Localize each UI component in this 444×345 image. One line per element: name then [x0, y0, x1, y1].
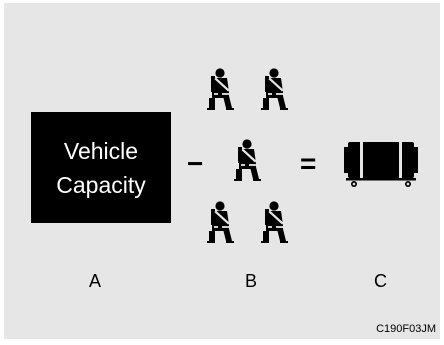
vehicle-capacity-box: Vehicle Capacity — [31, 112, 171, 223]
label-a: A — [89, 271, 102, 291]
seatbelt-person-icon — [255, 68, 289, 110]
capacity-box-line2: Capacity — [56, 171, 146, 198]
diagram-canvas: Vehicle Capacity − = A B C C190F03JM — [4, 3, 440, 339]
equals-sign: = — [300, 148, 317, 179]
seatbelt-person-icon — [201, 68, 235, 110]
minus-sign: − — [187, 148, 204, 179]
seatbelt-person-icon — [201, 201, 235, 243]
label-b: B — [245, 271, 258, 291]
seatbelt-person-icon — [255, 201, 289, 243]
label-c: C — [374, 271, 387, 291]
seatbelt-person-icon — [228, 139, 262, 181]
figure-code: C190F03JM — [376, 323, 436, 335]
luggage-cargo-icon — [342, 138, 420, 188]
capacity-box-line1: Vehicle — [63, 137, 139, 164]
